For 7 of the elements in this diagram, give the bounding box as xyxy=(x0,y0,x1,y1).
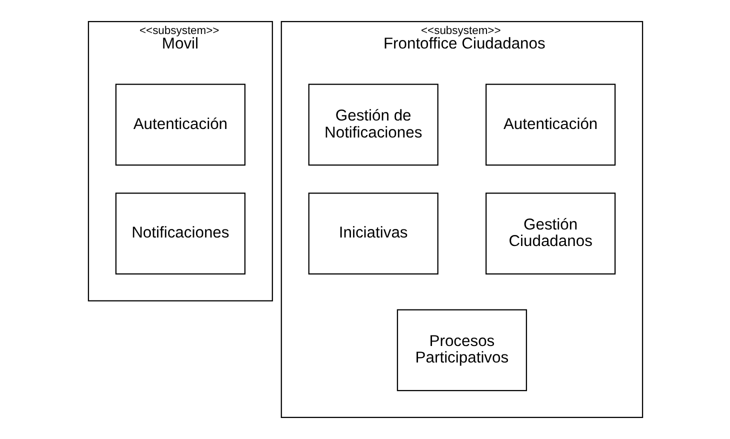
node-box: Autenticación xyxy=(114,84,245,166)
node-box: Procesos Participativos xyxy=(396,309,527,392)
node-box: Notificaciones xyxy=(114,192,245,274)
node-box: Gestión Ciudadanos xyxy=(485,192,616,274)
node-box: Gestión de Notificaciones xyxy=(308,84,438,166)
node-box: Iniciativas xyxy=(308,192,438,274)
node-box: Autenticación xyxy=(485,84,616,166)
